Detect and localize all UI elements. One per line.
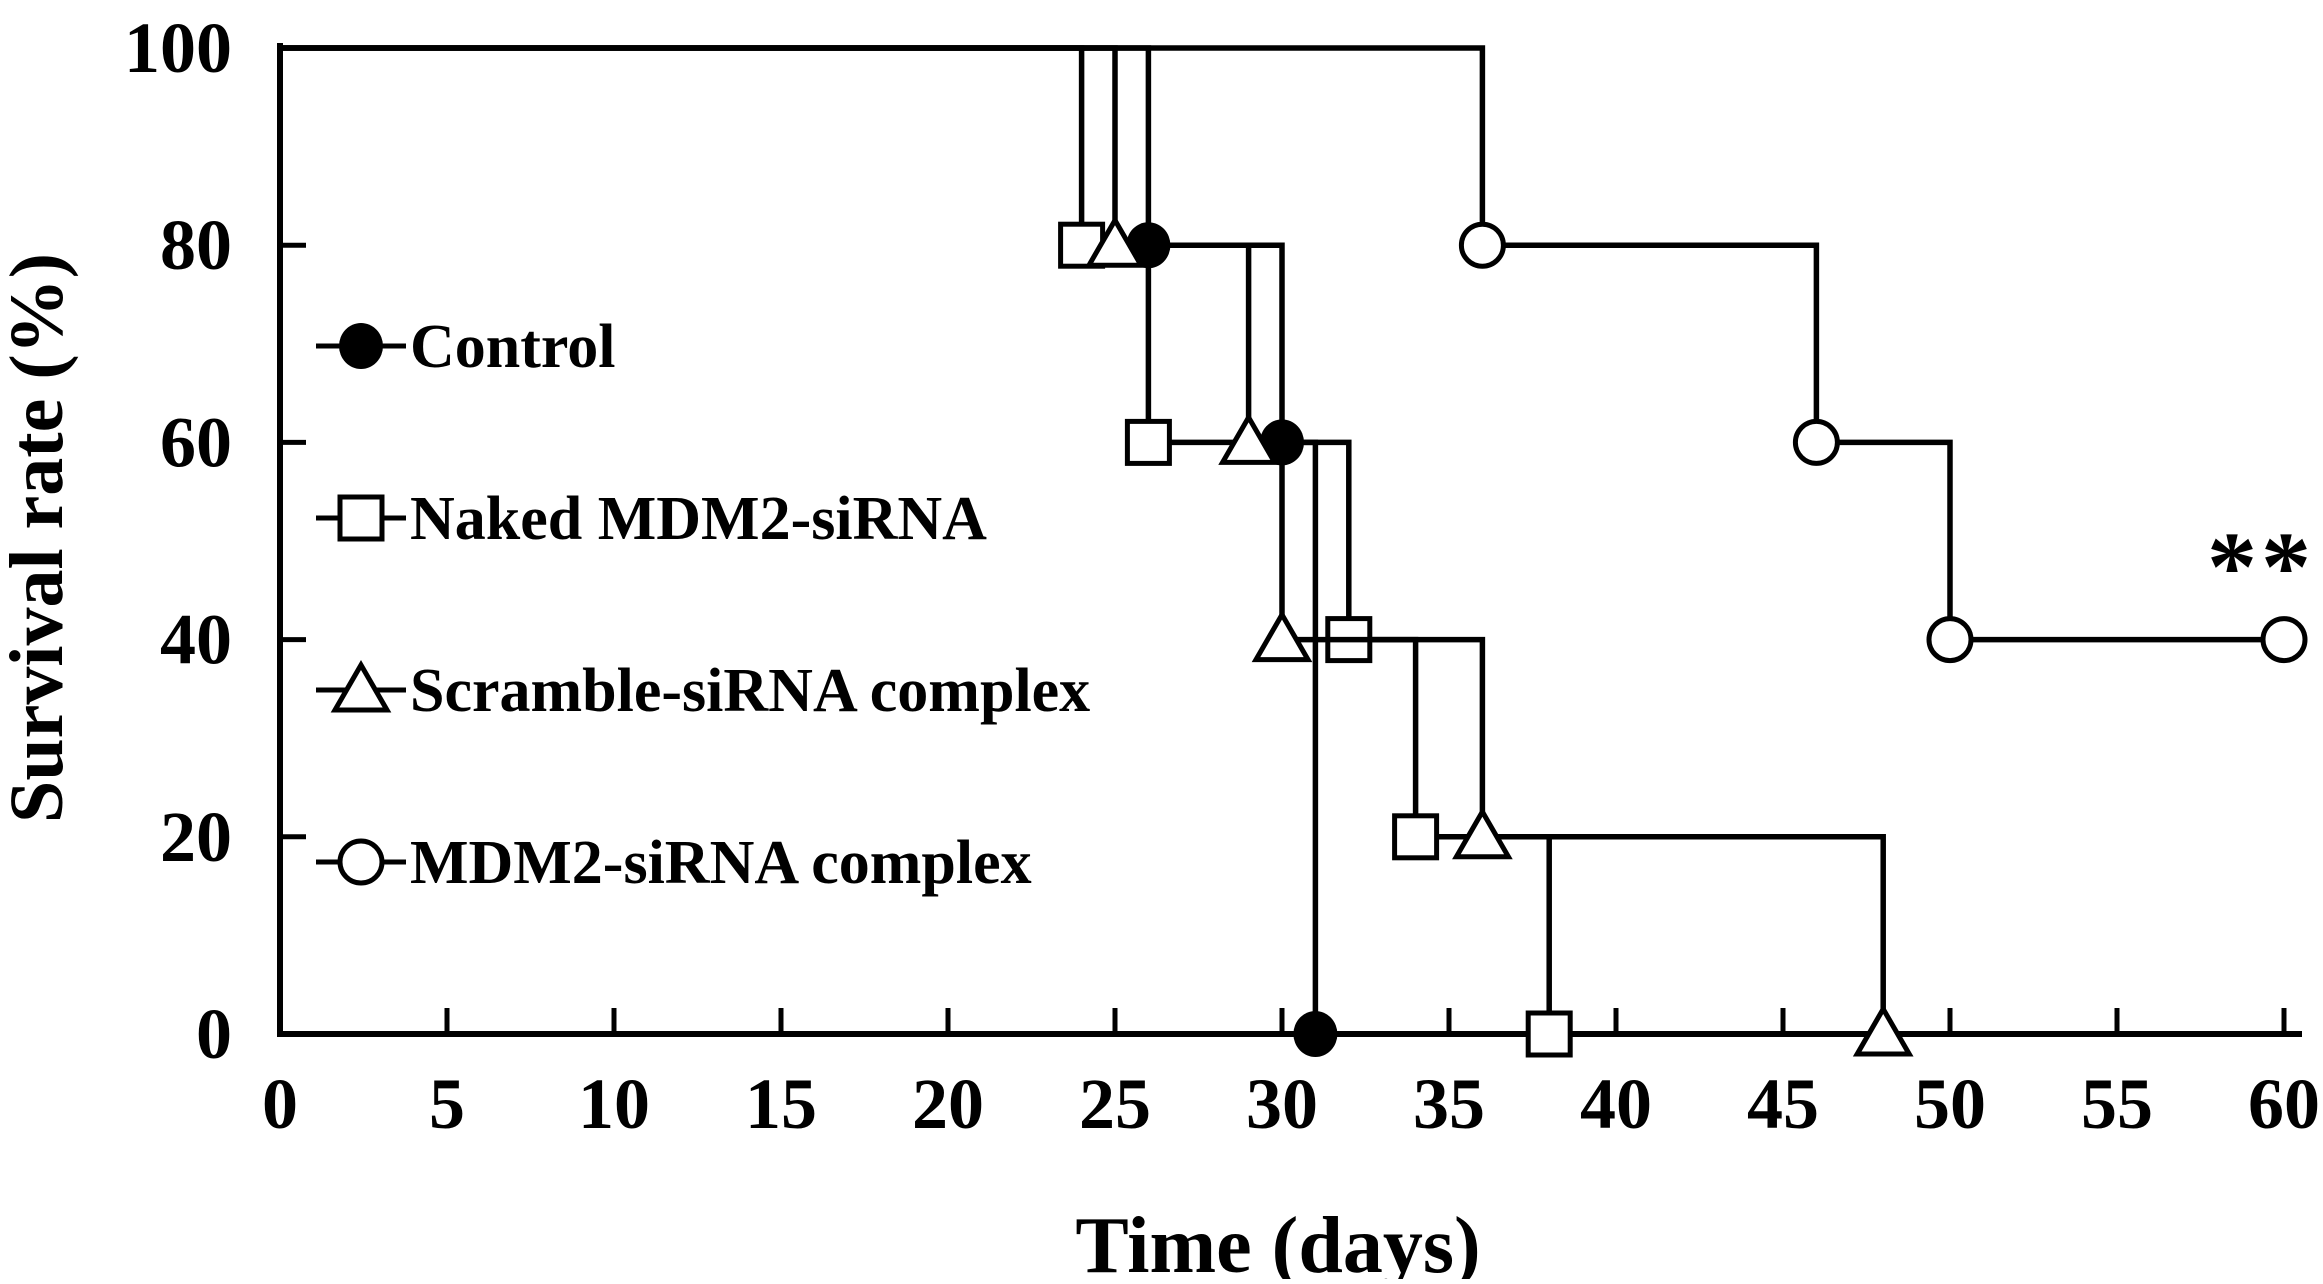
series-marker-mdm2-sirna-complex (1926, 616, 1974, 664)
legend-label-control: Control (410, 313, 616, 381)
y-axis-title: Survival rate (%) (0, 253, 79, 823)
series-naked-mdm2-sirna (280, 45, 1573, 1058)
series-marker-naked-mdm2-sirna (1124, 418, 1172, 466)
legend-item-naked-mdm2-sirna: Naked MDM2-siRNA (316, 485, 987, 553)
series-marker-mdm2-sirna-complex (1458, 221, 1506, 269)
legend-item-scramble-sirna-complex: Scramble-siRNA complex (316, 657, 1090, 725)
series-marker-naked-mdm2-sirna (1392, 813, 1440, 861)
legend-label-scramble-sirna-complex: Scramble-siRNA complex (410, 657, 1090, 725)
y-tick-label: 40 (160, 600, 232, 680)
series-marker-control (1293, 1011, 1338, 1057)
x-tick-label: 50 (1914, 1064, 1986, 1144)
series-marker-scramble-sirna-complex (1251, 609, 1313, 663)
series-scramble-sirna-complex (280, 45, 1914, 1057)
x-tick-label: 0 (262, 1064, 298, 1144)
series-marker-scramble-sirna-complex (1852, 1004, 1914, 1057)
legend-item-mdm2-sirna-complex: MDM2-siRNA complex (316, 829, 1032, 897)
y-tick-label: 80 (160, 205, 232, 285)
x-axis-title: Time (days) (1075, 1202, 1480, 1279)
legend-marker-filled-circle-icon (339, 323, 383, 369)
series-marker-naked-mdm2-sirna (1525, 1010, 1573, 1058)
significance-annotation: ** (2207, 511, 2315, 622)
legend-label-naked-mdm2-sirna: Naked MDM2-siRNA (410, 485, 987, 553)
x-tick-label: 15 (745, 1064, 817, 1144)
x-tick-label: 35 (1413, 1064, 1485, 1144)
series-marker-scramble-sirna-complex (1452, 806, 1513, 860)
x-tick-label: 60 (2248, 1064, 2320, 1144)
x-tick-label: 30 (1246, 1064, 1318, 1144)
x-tick-label: 10 (578, 1064, 650, 1144)
series-marker-scramble-sirna-complex (1218, 412, 1279, 465)
series-marker-scramble-sirna-complex (1084, 215, 1146, 268)
series-layer (280, 45, 2308, 1058)
x-tick-label: 55 (2081, 1064, 2153, 1144)
legend-marker-open-circle-icon (337, 838, 385, 886)
series-line-naked-mdm2-sirna (280, 45, 1552, 1034)
legend-label-mdm2-sirna-complex: MDM2-siRNA complex (410, 829, 1032, 897)
series-line-mdm2-sirna-complex (280, 45, 2284, 643)
legend-marker-open-triangle-icon (330, 660, 392, 713)
y-tick-label: 100 (124, 8, 232, 88)
legend-item-control: Control (316, 313, 616, 381)
series-marker-mdm2-sirna-complex (2260, 616, 2308, 664)
x-tick-label: 40 (1580, 1064, 1652, 1144)
y-tick-label: 60 (160, 402, 232, 482)
x-tick-label: 20 (912, 1064, 984, 1144)
y-tick-label: 0 (196, 994, 232, 1074)
x-tick-label: 5 (429, 1064, 465, 1144)
x-tick-label: 45 (1747, 1064, 1819, 1144)
axes-layer: 0 5 10 15 20 25 30 35 40 45 50 55 60 0 20 40 60 80 100 (124, 8, 2320, 1144)
series-mdm2-sirna-complex (280, 45, 2308, 664)
series-line-scramble-sirna-complex (280, 45, 1886, 1034)
series-marker-mdm2-sirna-complex (1792, 418, 1840, 466)
x-tick-label: 25 (1079, 1064, 1151, 1144)
y-tick-label: 20 (160, 797, 232, 877)
legend-marker-open-square-icon (337, 494, 385, 542)
